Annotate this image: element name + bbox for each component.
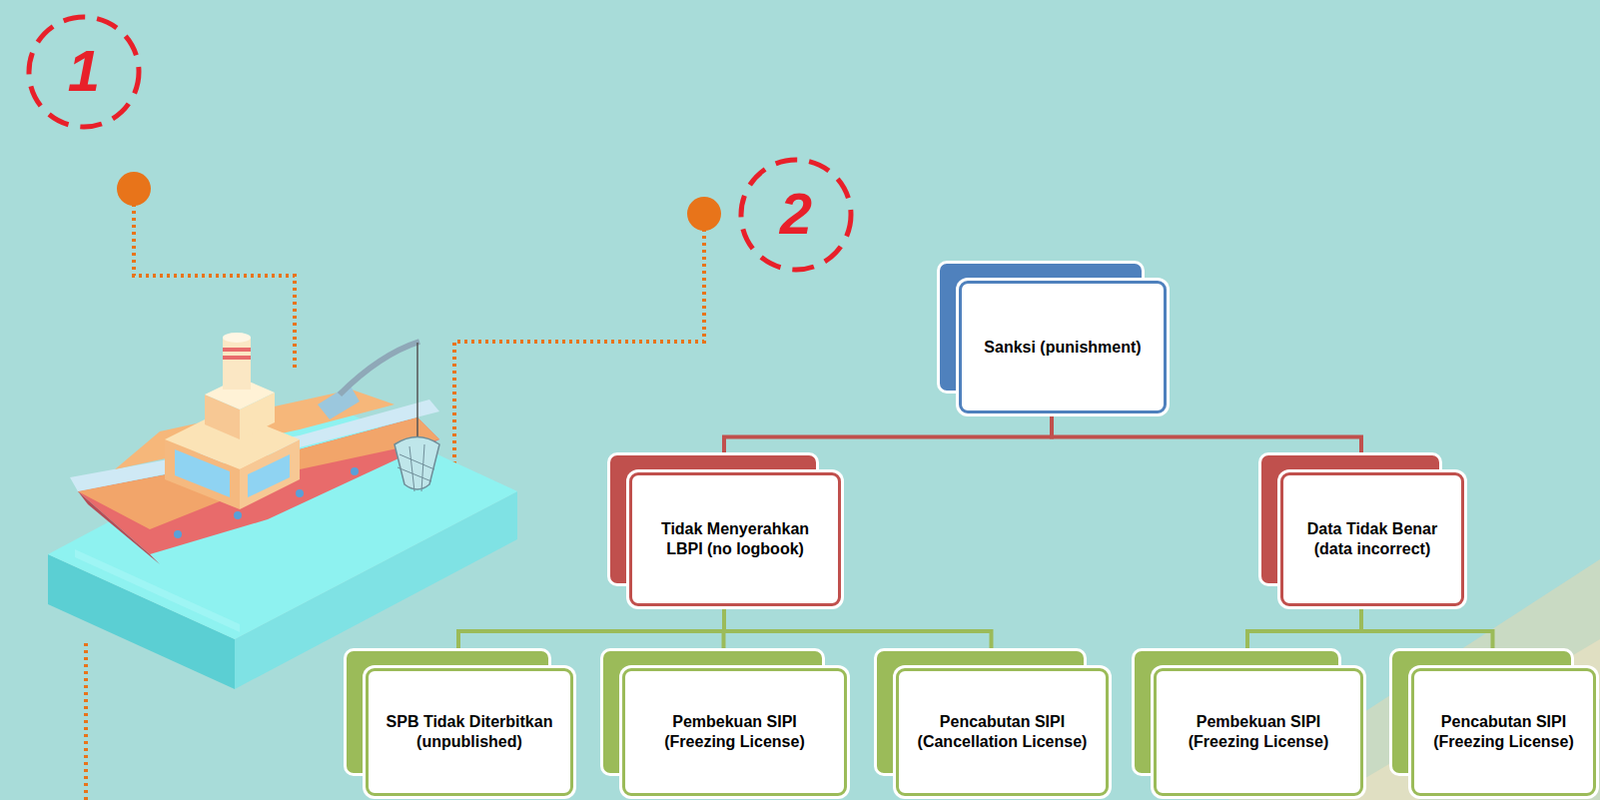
node-label: Pencabutan SIPI (Cancellation License) bbox=[908, 712, 1096, 753]
node-label: Pembekuan SIPI (Freezing License) bbox=[635, 712, 834, 753]
sanction-box: Pembekuan SIPI (Freezing License) bbox=[1153, 668, 1364, 797]
node-label: SPB Tidak Diterbitkan (unpublished) bbox=[378, 712, 561, 753]
node-label: Data Tidak Benar (data incorrect) bbox=[1293, 519, 1452, 560]
boat-illustration bbox=[47, 332, 518, 690]
sanction-box: SPB Tidak Diterbitkan (unpublished) bbox=[365, 668, 574, 797]
leader-dot bbox=[687, 196, 722, 231]
category-box: Tidak Menyerahkan LBPI (no logbook) bbox=[629, 472, 841, 607]
root-box: Sanksi (punishment) bbox=[958, 280, 1167, 414]
category-box: Data Tidak Benar (data incorrect) bbox=[1280, 472, 1465, 607]
callout-number: 2 bbox=[756, 184, 836, 243]
leader-dot bbox=[116, 171, 151, 206]
sanction-box: Pencabutan SIPI (Freezing License) bbox=[1411, 668, 1597, 797]
sanction-box: Pencabutan SIPI (Cancellation License) bbox=[895, 668, 1109, 797]
background-shape bbox=[1328, 639, 1600, 800]
callout-circle bbox=[741, 159, 851, 270]
node-label: Pembekuan SIPI (Freezing License) bbox=[1166, 712, 1351, 753]
sanction-box: Pembekuan SIPI (Freezing License) bbox=[622, 668, 847, 797]
callout-circle bbox=[28, 16, 139, 127]
node-label: Pencabutan SIPI (Freezing License) bbox=[1424, 712, 1584, 753]
callout-number: 1 bbox=[43, 41, 124, 100]
node-label: Tidak Menyerahkan LBPI (no logbook) bbox=[642, 519, 828, 560]
node-label: Sanksi (punishment) bbox=[983, 337, 1141, 358]
